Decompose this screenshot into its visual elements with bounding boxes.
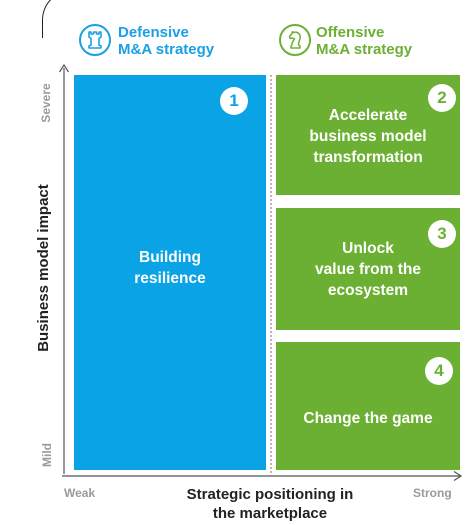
panel-3-text: Unlock value from the ecosystem [315,239,421,299]
strategy-divider [270,75,272,473]
panel-1-text: Building resilience [134,248,206,287]
y-axis-label: Business model impact [35,184,52,352]
chess-rook-icon [79,24,111,56]
defensive-strategy-label: Defensive M&A strategy [118,24,215,58]
x-axis-arrow [62,470,463,482]
y-axis-mild-tick: Mild [40,443,54,467]
chess-knight-icon [279,24,311,56]
y-axis-arrow [58,63,70,474]
x-axis-label: Strategic positioning in the marketplace [186,486,354,522]
header-arc [42,0,467,38]
panel-2-number-badge: 2 [428,84,456,112]
offensive-strategy-label: Offensive M&A strategy [316,24,413,58]
panel-4-text: Change the game [303,409,433,427]
y-axis-severe-tick: Severe [39,83,53,123]
panel-1-number-badge: 1 [220,87,248,115]
panel-2-text: Accelerate business model transformation [309,106,427,166]
panel-3-number-badge: 3 [428,220,456,248]
x-axis-strong-tick: Strong [413,486,452,500]
panel-4-number-badge: 4 [425,357,453,385]
x-axis-weak-tick: Weak [64,486,96,500]
panel-building-resilience: Building resilience [74,75,266,470]
